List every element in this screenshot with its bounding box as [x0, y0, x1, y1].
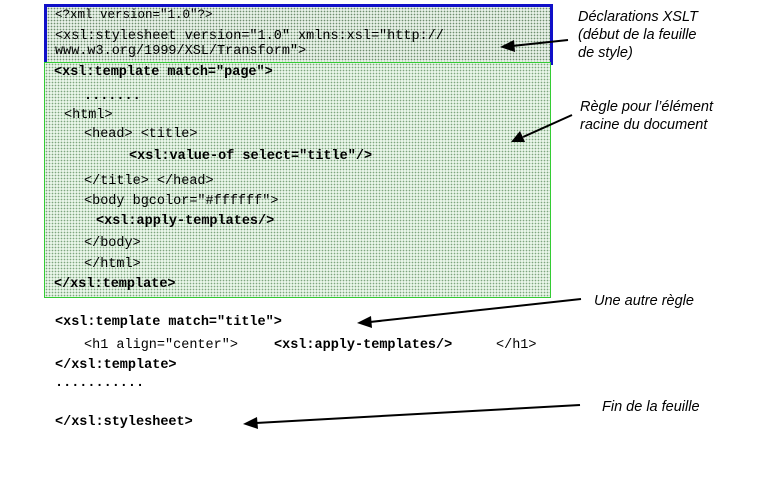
h1-close-tag: </h1> [496, 338, 537, 353]
head-title-open-tags: <head> <title> [84, 127, 198, 142]
body-open-tag: <body bgcolor="#ffffff"> [84, 194, 279, 209]
xml-declaration-line: <?xml version="1.0"?> [55, 8, 213, 22]
value-of-title: <xsl:value-of select="title"/> [129, 149, 373, 164]
more-rules-ellipsis: ........... [55, 376, 145, 391]
xslt-declarations-box [44, 4, 553, 65]
title-head-close-tags: </title> </head> [84, 174, 214, 189]
template-title-close: </xsl:template> [55, 358, 177, 373]
stylesheet-open-line-2: www.w3.org/1999/XSL/Transform"> [55, 44, 307, 59]
stylesheet-open-line-1: <xsl:stylesheet version="1.0" xmlns:xsl=… [55, 29, 444, 44]
template-page-ellipsis: ....... [84, 89, 141, 104]
annotation-end-of-sheet: Fin de la feuille [602, 399, 700, 415]
annotation-root-rule: Règle pour l’élément racine du document [580, 99, 713, 133]
body-close-tag: </body> [84, 236, 141, 251]
template-page-close: </xsl:template> [54, 277, 176, 292]
apply-templates-root: <xsl:apply-templates/> [96, 214, 275, 229]
arrow-head-end [243, 417, 258, 429]
template-title-open: <xsl:template match="title"> [55, 315, 282, 330]
html-open-tag: <html> [64, 108, 113, 123]
html-close-tag: </html> [84, 257, 141, 272]
arrow-head-declarations [500, 40, 515, 52]
arrow-to-declarations [511, 39, 569, 47]
template-page-open: <xsl:template match="page"> [54, 65, 273, 80]
arrow-head-other-rule [357, 316, 372, 328]
stylesheet-close-tag: </xsl:stylesheet> [55, 415, 193, 430]
root-template-box [44, 62, 551, 298]
apply-templates-title: <xsl:apply-templates/> [274, 338, 453, 353]
arrow-to-root-rule [522, 114, 573, 138]
annotation-other-rule: Une autre règle [594, 293, 694, 309]
annotation-xslt-declarations: Déclarations XSLT (début de la feuille d… [578, 9, 698, 61]
arrow-to-end [255, 404, 581, 424]
h1-open-tag: <h1 align="center"> [84, 338, 238, 353]
arrow-head-root-rule [511, 131, 525, 142]
arrow-to-other-rule [369, 298, 582, 323]
